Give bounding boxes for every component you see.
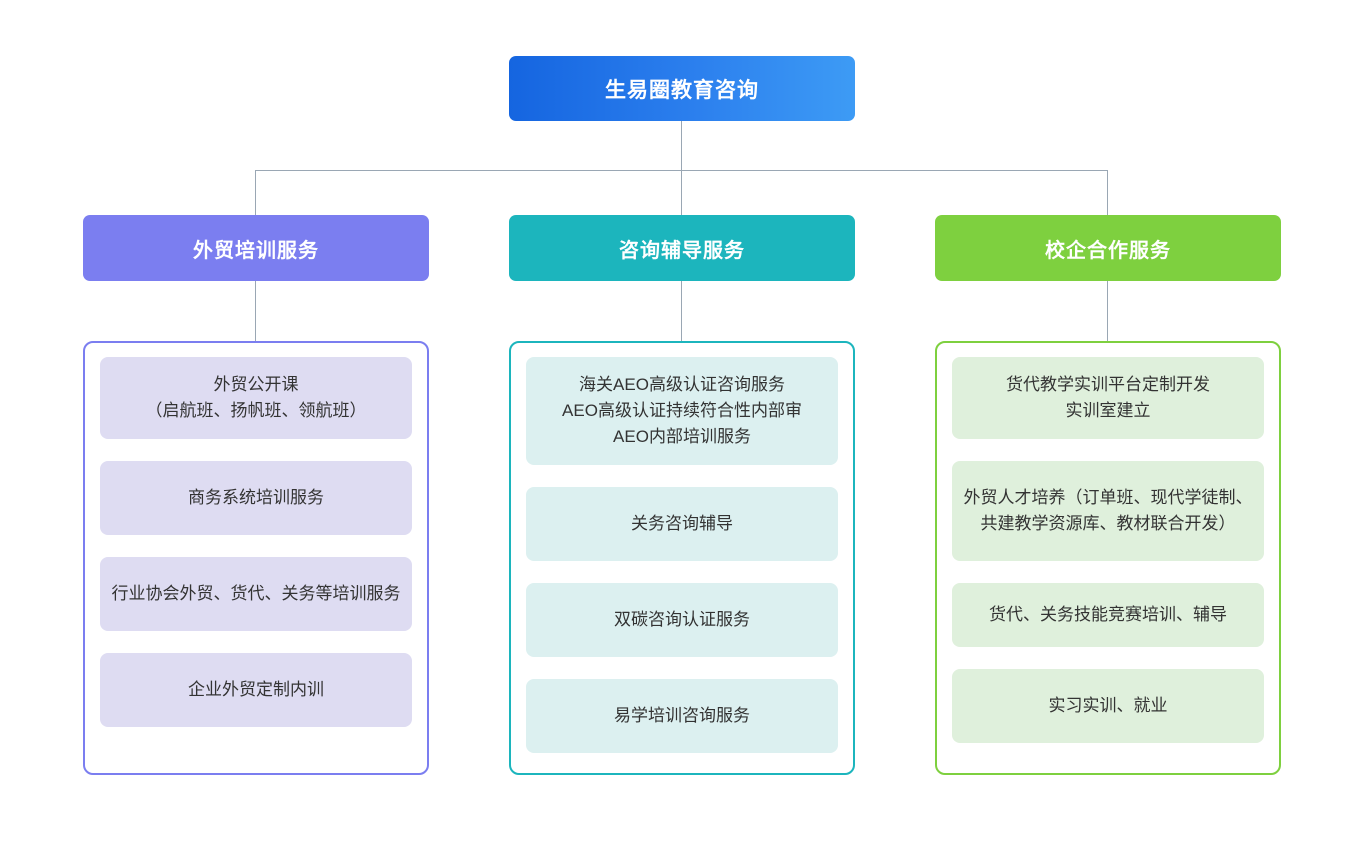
- connector-header-to-panel-1: [255, 281, 256, 341]
- list-item[interactable]: 关务咨询辅导: [526, 487, 838, 561]
- list-item[interactable]: 行业协会外贸、货代、关务等培训服务: [100, 557, 412, 631]
- column-header-2[interactable]: 咨询辅导服务: [509, 215, 855, 281]
- column-school-enterprise-services: 校企合作服务 货代教学实训平台定制开发 实训室建立 外贸人才培养（订单班、现代学…: [935, 215, 1281, 775]
- list-item[interactable]: 企业外贸定制内训: [100, 653, 412, 727]
- list-item[interactable]: 外贸人才培养（订单班、现代学徒制、共建教学资源库、教材联合开发）: [952, 461, 1264, 561]
- column-panel-1: 外贸公开课 （启航班、扬帆班、领航班） 商务系统培训服务 行业协会外贸、货代、关…: [83, 341, 429, 775]
- root-node-label: 生易圈教育咨询: [605, 78, 759, 102]
- list-item[interactable]: 外贸公开课 （启航班、扬帆班、领航班）: [100, 357, 412, 439]
- connector-header-to-panel-2: [681, 281, 682, 341]
- column-header-3-label: 校企合作服务: [1045, 239, 1171, 262]
- connector-drop-column-2: [681, 170, 682, 215]
- list-item[interactable]: 货代教学实训平台定制开发 实训室建立: [952, 357, 1264, 439]
- column-header-2-label: 咨询辅导服务: [619, 239, 745, 262]
- list-item[interactable]: 易学培训咨询服务: [526, 679, 838, 753]
- column-panel-3: 货代教学实训平台定制开发 实训室建立 外贸人才培养（订单班、现代学徒制、共建教学…: [935, 341, 1281, 775]
- column-header-1[interactable]: 外贸培训服务: [83, 215, 429, 281]
- list-item[interactable]: 实习实训、就业: [952, 669, 1264, 743]
- column-consulting-services: 咨询辅导服务 海关AEO高级认证咨询服务 AEO高级认证持续符合性内部审 AEO…: [509, 215, 855, 775]
- connector-root-stem: [681, 121, 682, 171]
- list-item[interactable]: 货代、关务技能竞赛培训、辅导: [952, 583, 1264, 647]
- connector-drop-column-1: [255, 170, 256, 215]
- column-training-services: 外贸培训服务 外贸公开课 （启航班、扬帆班、领航班） 商务系统培训服务 行业协会…: [83, 215, 429, 775]
- list-item[interactable]: 商务系统培训服务: [100, 461, 412, 535]
- list-item[interactable]: 双碳咨询认证服务: [526, 583, 838, 657]
- column-panel-2: 海关AEO高级认证咨询服务 AEO高级认证持续符合性内部审 AEO内部培训服务 …: [509, 341, 855, 775]
- column-header-3[interactable]: 校企合作服务: [935, 215, 1281, 281]
- column-header-1-label: 外贸培训服务: [193, 239, 319, 262]
- connector-drop-column-3: [1107, 170, 1108, 215]
- connector-header-to-panel-3: [1107, 281, 1108, 341]
- list-item[interactable]: 海关AEO高级认证咨询服务 AEO高级认证持续符合性内部审 AEO内部培训服务: [526, 357, 838, 465]
- root-node[interactable]: 生易圈教育咨询: [509, 56, 855, 121]
